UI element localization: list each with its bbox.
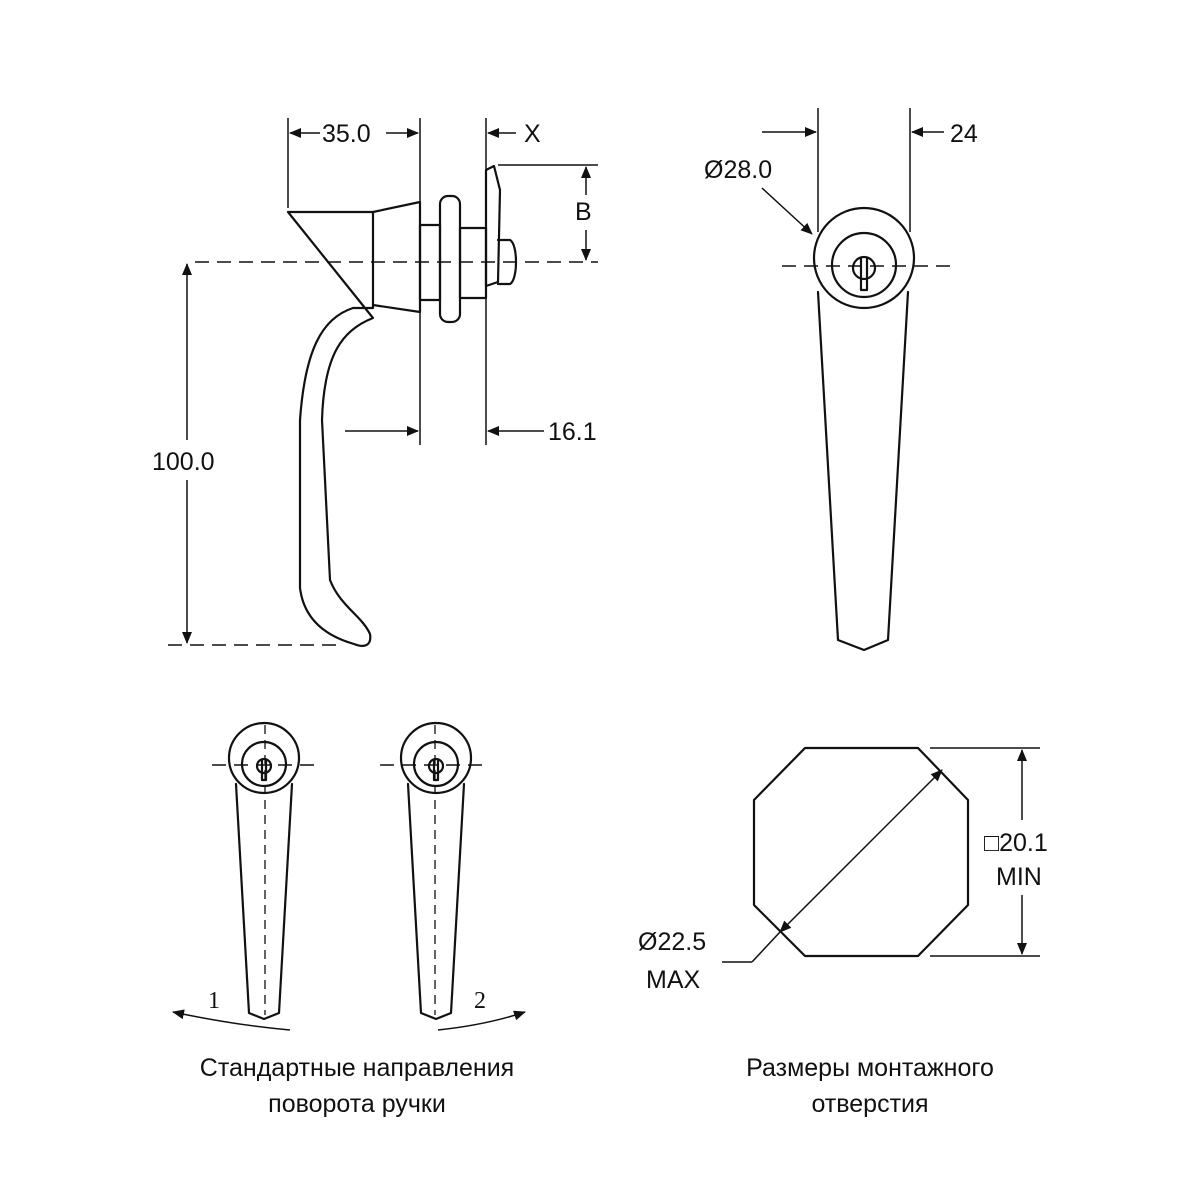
dim-28-leader	[761, 187, 813, 235]
rotation-1-keyhole-icon	[255, 757, 273, 782]
side-nut	[438, 194, 462, 324]
rotation-2-arrow	[437, 1010, 526, 1031]
dim-22-arrow-bottom	[779, 851, 861, 933]
rotation-view-1: 1	[172, 721, 322, 1031]
front-rosette-outer	[812, 206, 916, 310]
front-keyhole-icon	[851, 255, 877, 292]
dim-100-label: 100.0	[152, 448, 215, 476]
mounting-hole-outline	[752, 746, 970, 958]
caption-mounting-line1: Размеры монтажного	[746, 1054, 994, 1082]
side-hub	[371, 200, 422, 314]
dim-24-label: 24	[950, 120, 978, 148]
dim-20-min: MIN	[996, 863, 1042, 891]
rotation-2-lever	[406, 782, 466, 1021]
dim-28-label: Ø28.0	[704, 156, 772, 184]
dim-b-label: B	[575, 198, 592, 226]
dim-22-label: Ø22.5	[638, 928, 706, 956]
side-lever-outline	[286, 210, 375, 647]
rotation-1-arrow	[172, 1009, 291, 1031]
rotation-2-number: 2	[474, 988, 486, 1014]
dim-x-label: X	[524, 120, 541, 148]
mounting-hole-view: Ø22.5 MAX □20.1 MIN	[638, 746, 1048, 994]
dim-35-label: 35.0	[322, 120, 371, 148]
dim-22-leader	[751, 931, 781, 963]
caption-rotation-line2: поворота ручки	[268, 1090, 446, 1118]
caption-mounting-line2: отверстия	[811, 1090, 928, 1118]
caption-rotation-line1: Стандартные направления	[200, 1054, 514, 1082]
front-lever	[816, 290, 910, 652]
rotation-2-keyhole-icon	[427, 757, 445, 782]
side-view: 35.0 X B 16.1 100.0	[152, 118, 598, 647]
side-screw	[496, 238, 518, 286]
dim-22-max: MAX	[646, 966, 701, 994]
front-rosette-inner	[830, 231, 898, 299]
rotation-1-number: 1	[208, 988, 220, 1014]
side-cam	[484, 164, 502, 288]
dim-16-label: 16.1	[548, 418, 597, 446]
rotation-1-lever	[234, 782, 294, 1021]
rotation-view-2: 2	[380, 721, 526, 1031]
side-shaft	[458, 226, 488, 300]
dim-20-label: □20.1	[984, 829, 1048, 857]
dim-22-arrow-top	[859, 769, 943, 853]
front-view: Ø28.0 24	[704, 108, 978, 652]
